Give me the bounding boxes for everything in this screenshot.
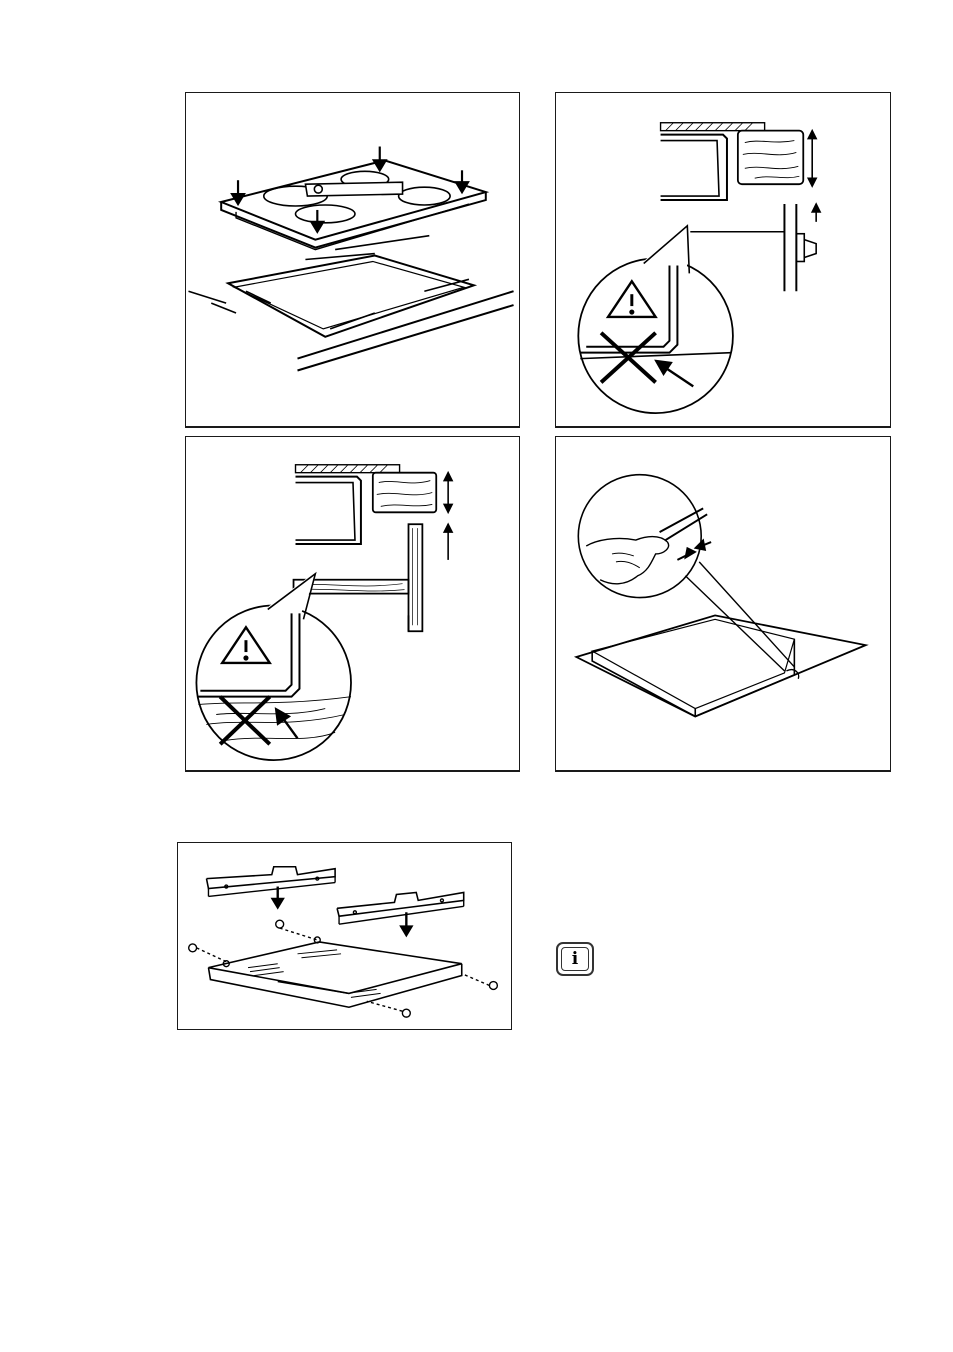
figure-bracket-mounting (177, 842, 512, 1030)
info-glyph: i (561, 947, 589, 971)
oven-below-warning-illustration (556, 93, 890, 426)
figure-drawer-below-warning (185, 436, 520, 772)
figure-seal-application (555, 436, 891, 772)
figure-hob-insertion (185, 92, 520, 428)
figure-oven-below-warning (555, 92, 891, 428)
bracket-mounting-illustration (178, 843, 511, 1029)
hob-insertion-illustration (186, 93, 519, 426)
seal-application-illustration (556, 437, 890, 770)
drawer-below-warning-illustration (186, 437, 519, 770)
screws (189, 920, 498, 1017)
info-icon: i (556, 942, 594, 976)
